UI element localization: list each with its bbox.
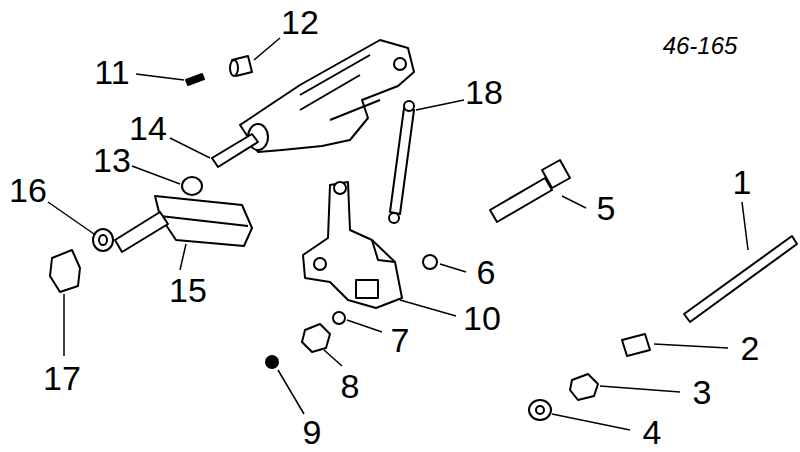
callout-number: 4 — [643, 415, 662, 449]
leader-line — [136, 74, 184, 80]
small-part — [266, 356, 278, 368]
callout-number: 6 — [477, 255, 496, 289]
shock-eye — [404, 101, 414, 111]
leader-line — [400, 300, 456, 316]
block-shaft — [115, 212, 168, 252]
callout-number: 11 — [94, 55, 129, 89]
pivot-pin — [212, 134, 258, 167]
bracket-edge — [372, 240, 395, 262]
callout-number: 8 — [341, 369, 360, 403]
bracket-hole — [314, 258, 326, 270]
callout-number: 9 — [303, 415, 322, 449]
callout-number: 15 — [169, 273, 207, 307]
leader-line — [440, 264, 466, 272]
arm-ribs — [300, 55, 380, 120]
leader-line — [180, 244, 186, 270]
leader-line — [254, 38, 280, 60]
callout-number: 10 — [463, 301, 501, 335]
leader-line — [347, 320, 382, 332]
leader-line — [132, 166, 180, 184]
bolt-head — [542, 160, 570, 188]
callout-number: 17 — [43, 361, 81, 395]
shock-eye — [389, 213, 399, 223]
bracket-eye — [334, 182, 346, 194]
block — [155, 196, 252, 246]
leader-line — [324, 350, 342, 366]
bushing-end — [230, 60, 238, 76]
leader-line — [416, 100, 464, 110]
bracket — [303, 182, 402, 308]
ring-hole — [99, 235, 107, 245]
leader-line — [170, 138, 210, 158]
callout-number: 12 — [281, 5, 319, 39]
leader-line — [278, 370, 304, 414]
callout-number: 2 — [741, 331, 760, 365]
pin — [186, 74, 204, 85]
callout-number: 14 — [129, 111, 167, 145]
block-edge — [160, 216, 248, 226]
callout-number: 5 — [597, 191, 616, 225]
leader-lines — [48, 38, 748, 430]
figure-code: 46-165 — [663, 34, 738, 58]
leader-line — [63, 294, 65, 356]
nut — [50, 250, 80, 292]
shock-rod — [390, 108, 414, 214]
callout-number: 16 — [9, 173, 47, 207]
bolt-shank — [490, 178, 552, 222]
callout-number: 7 — [391, 323, 410, 357]
leader-line — [552, 414, 630, 430]
upper-arm — [240, 40, 414, 152]
nut — [570, 374, 598, 400]
small-nut — [423, 255, 437, 269]
long-rod — [684, 236, 797, 322]
washer-hole — [536, 406, 544, 414]
bushing — [622, 334, 650, 356]
leader-line — [600, 386, 680, 392]
washer — [182, 177, 202, 195]
callout-number: 1 — [733, 165, 752, 199]
leader-line — [742, 202, 748, 250]
callout-number: 3 — [693, 375, 712, 409]
nut — [302, 324, 330, 352]
arm-eye — [394, 58, 406, 70]
leader-line — [48, 202, 94, 234]
washer — [529, 400, 551, 420]
callout-number: 13 — [93, 143, 131, 177]
washer — [333, 312, 345, 324]
leader-line — [562, 196, 586, 208]
bracket-slot — [356, 280, 378, 298]
callout-number: 18 — [465, 75, 503, 109]
ring — [93, 229, 113, 251]
leader-line — [654, 344, 728, 348]
